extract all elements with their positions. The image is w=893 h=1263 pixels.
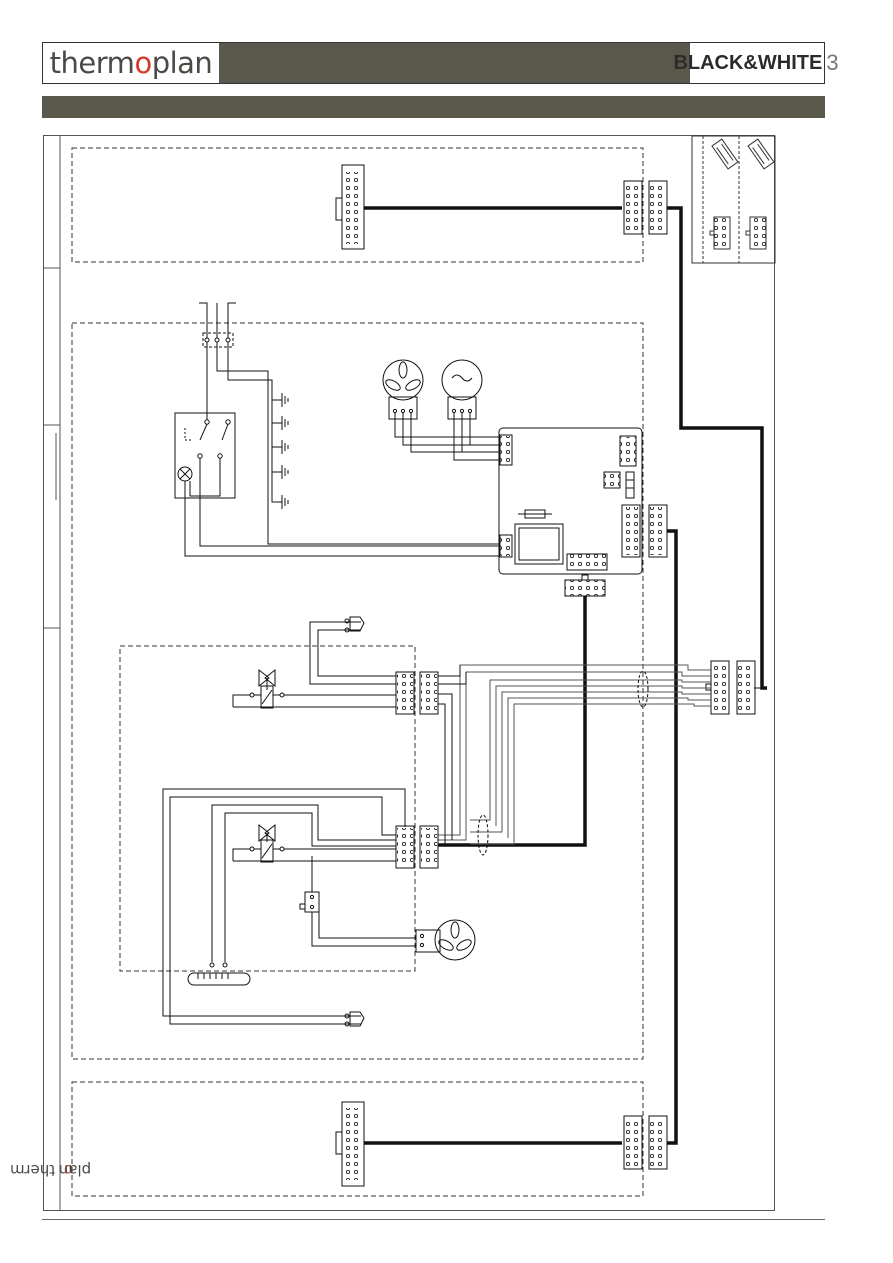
bottom-module (336, 1102, 667, 1186)
mains-input (175, 303, 500, 556)
ground-symbols (282, 393, 288, 509)
solenoid-valve-upper (259, 670, 275, 708)
pump-motor (442, 360, 482, 419)
solenoid-valve-lower (259, 825, 275, 862)
frame-column (43, 135, 60, 1211)
top-module (336, 165, 767, 688)
control-board (438, 428, 676, 1143)
harness (438, 661, 766, 855)
valve-section-upper (233, 617, 466, 845)
main-switch (175, 413, 235, 498)
legend-connector-drawing-b (748, 139, 774, 169)
fan-motor-bottom (416, 920, 475, 960)
valve-section-lower (163, 789, 475, 1026)
fan-motor-top (383, 360, 423, 419)
footer-line (42, 1219, 825, 1220)
connector-legend (692, 136, 775, 263)
motor-wiring (395, 413, 500, 460)
legend-connector-drawing-a (712, 139, 738, 169)
module-box-main (72, 323, 643, 1059)
pcb-transformer (515, 524, 563, 564)
temperature-sensor (188, 963, 250, 985)
